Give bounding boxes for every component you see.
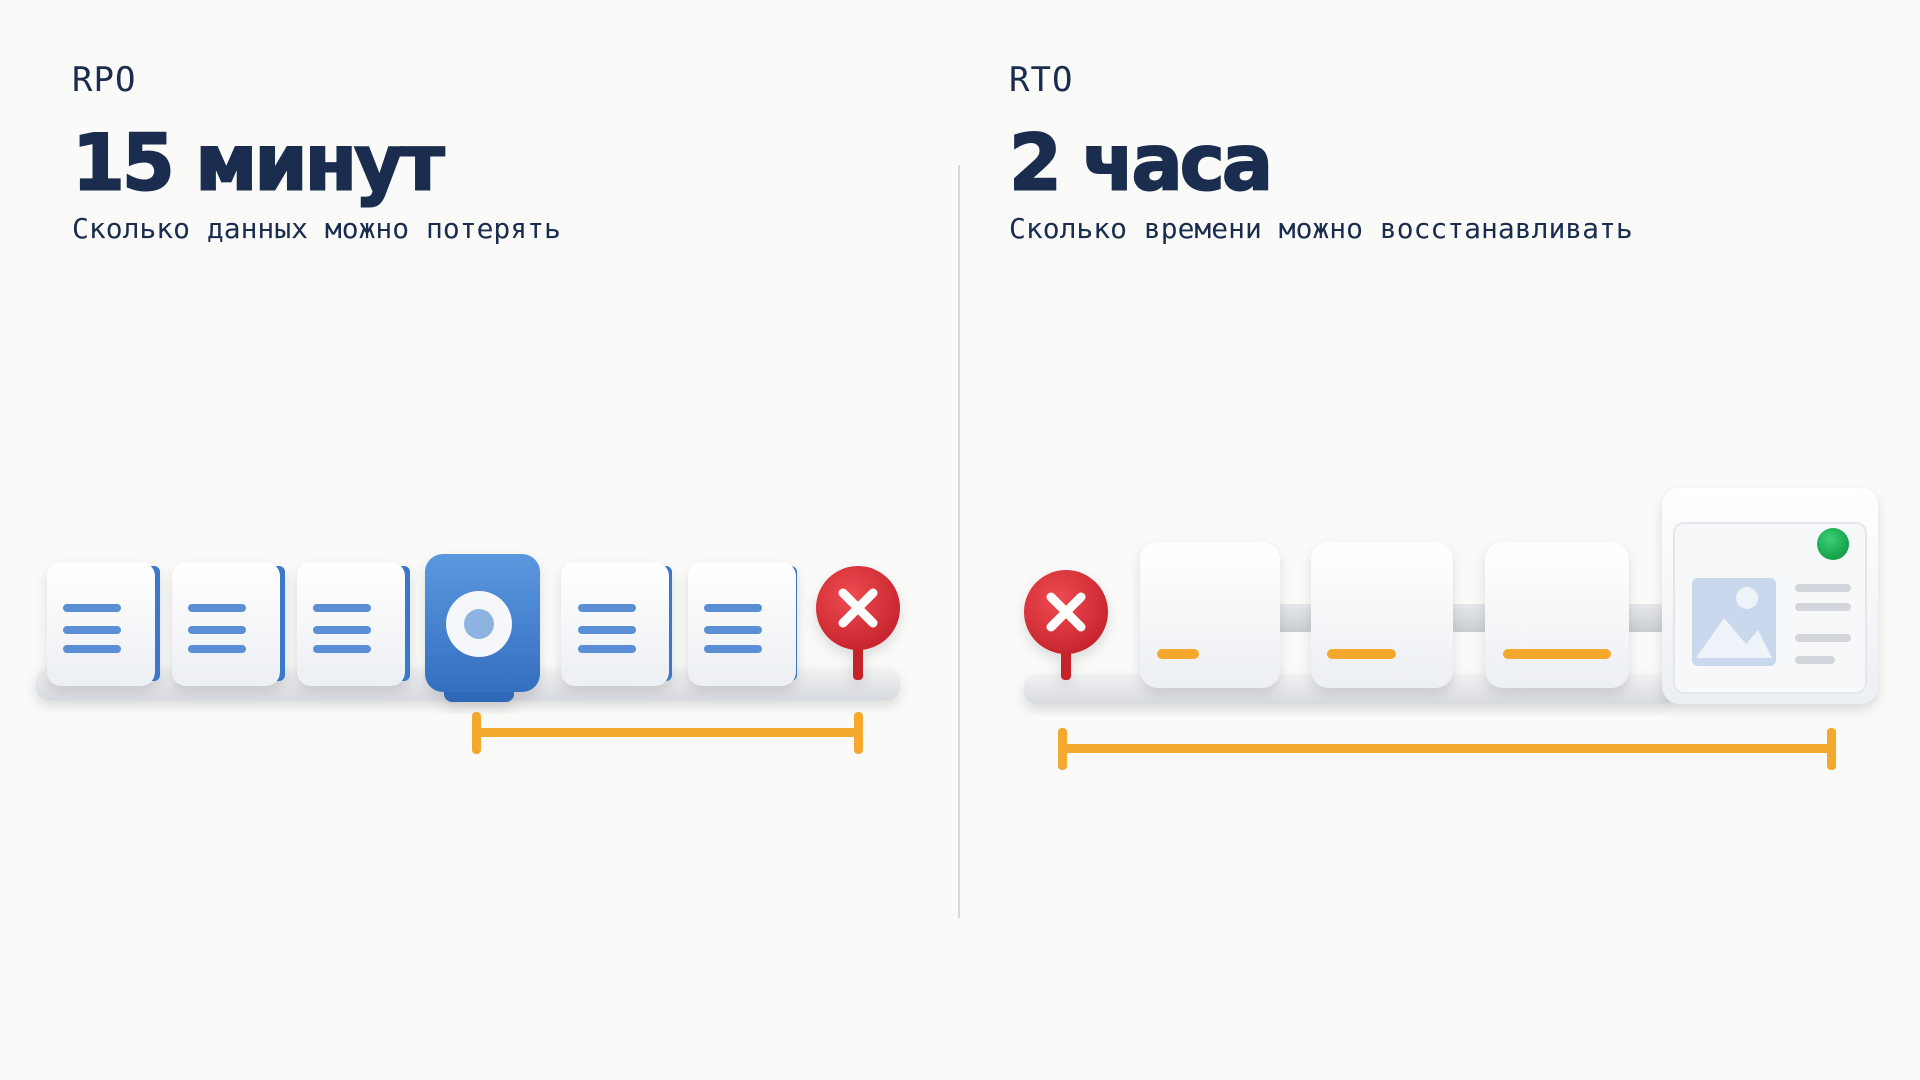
recovery-stage-block <box>1485 542 1629 688</box>
connector <box>1450 604 1490 632</box>
connector <box>1275 604 1315 632</box>
image-placeholder-icon <box>1692 578 1776 666</box>
rto-label: RTO <box>1009 60 1074 100</box>
rto-value: 2 часа <box>1008 116 1274 209</box>
recovery-stage-block <box>1311 542 1453 688</box>
failure-pin-icon <box>1024 570 1108 680</box>
restored-app-window <box>1662 488 1878 704</box>
connector <box>1625 604 1665 632</box>
panel-divider <box>958 165 960 918</box>
rpo-timeline <box>36 554 900 754</box>
data-block <box>561 562 672 686</box>
data-block <box>297 562 410 686</box>
backup-point-block <box>425 554 540 702</box>
status-ok-icon <box>1817 528 1849 560</box>
rto-timeline <box>1024 488 1878 770</box>
data-block <box>172 562 285 686</box>
rpo-description: Сколько данных можно потерять <box>72 212 561 245</box>
rpo-window-bracket <box>472 712 863 754</box>
recovery-stage-block <box>1140 542 1280 688</box>
failure-pin-icon <box>816 566 900 680</box>
rpo-value: 15 минут <box>71 116 446 209</box>
data-block <box>47 562 160 686</box>
data-block <box>688 562 797 686</box>
rto-description: Сколько времени можно восстанавливать <box>1009 212 1633 245</box>
rto-window-bracket <box>1058 728 1836 770</box>
rpo-label: RPO <box>72 60 137 100</box>
